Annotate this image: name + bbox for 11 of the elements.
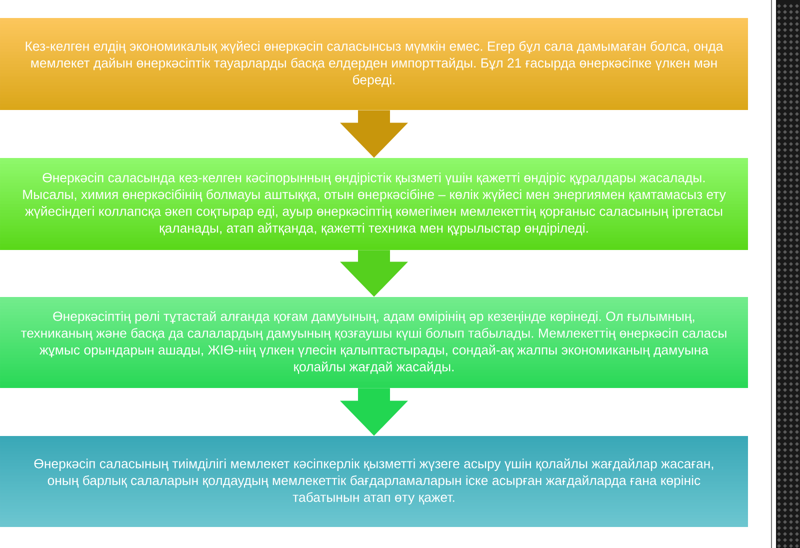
- process-box: Кез-келген елдің экономикалық жүйесі өнеркәсіп саласынсыз мүмкін емес. Егер бұл сала дамымаған болса, онда мемлекет дайын өнеркәсіптік тауарларды басқа елдерден импорттайды. Бұл 21 ғасырда өнеркәсіпке үлкен мән береді.: [0, 18, 748, 110]
- node-label: Өнеркәсіптің рөлі тұтастай алғанда қоғам дамуының, адам өмірінің әр кезеңінде көрінеді. Ол ғылымның, техниканың және басқа да салалардың дамуының қозғаушы күші болып табылады. Мемлекеттің өнеркәсіп саласы жұмыс орындарын ашады, ЖІӨ-нің үлкен үлесін қалыптастырады, сондай-ақ жалпы экономиканың дамуына қолайлы жағдай жасайды.: [20, 311, 726, 374]
- node-label: Мысалы, химия өнеркәсібінің болмауы аштыққа, отын өнеркәсібіне – көлік жүйесі мен энергиямен қамтамасыз ету жүйесіндегі коллапсқа әкеп соқтырар еді, ауыр өнеркәсіптің көмегімен мемлекеттің қорғаныс саласының іргетасы қаланады, атап айтқанда, қажетті техника мен құрылыстар өндіріледі.: [23, 189, 726, 236]
- node-label: Өнеркәсіп саласының тиімділігі мемлекет кәсіпкерлік қызметті жүзеге асыру үшін қолайлы жағдайлар жасаған, оның барлық салаларын қолдаудың мемлекеттік бағдарламаларын іске асырған жағдайларда ғана көрініс табатынын атап өту қажет.: [34, 458, 714, 505]
- process-box: Өнеркәсіптің рөлі тұтастай алғанда қоғам дамуының, адам өмірінің әр кезеңінде көрінеді. Ол ғылымның, техниканың және басқа да салалардың дамуының қозғаушы күші болып табылады. Мемлекеттің өнеркәсіп саласы жұмыс орындарын ашады, ЖІӨ-нің үлкен үлесін қалыптастырады, сондай-ақ жалпы экономиканың дамуына қолайлы жағдай жасайды.: [0, 296, 748, 388]
- process-box: Өнеркәсіп саласының тиімділігі мемлекет кәсіпкерлік қызметті жүзеге асыру үшін қолайлы жағдайлар жасаған, оның барлық салаларын қолдаудың мемлекеттік бағдарламаларын іске асырған жағдайларда ғана көрініс табатынын атап өту қажет.: [0, 436, 748, 527]
- arrow: [340, 388, 408, 436]
- node-label: береді.: [353, 74, 395, 88]
- arrow: [340, 110, 408, 158]
- process-box: Өнеркәсіп саласында кез-келген кәсіпорынның өндірістік қызметі үшін қажетті өндіріс құралдары жасалады. Мысалы, химия өнеркәсібінің болмауы аштыққа, отын өнеркәсібіне – көлік жүйесі мен энергиямен қамтамасыз ету жүйесіндегі коллапсқа әкеп соқтырар еді, ауыр өнеркәсіптің көмегімен мемлекеттің қорғаныс саласының іргетасы қаланады, атап айтқанда, қажетті техника мен құрылыстар өндіріледі.: [0, 158, 748, 250]
- arrow: [340, 250, 408, 297]
